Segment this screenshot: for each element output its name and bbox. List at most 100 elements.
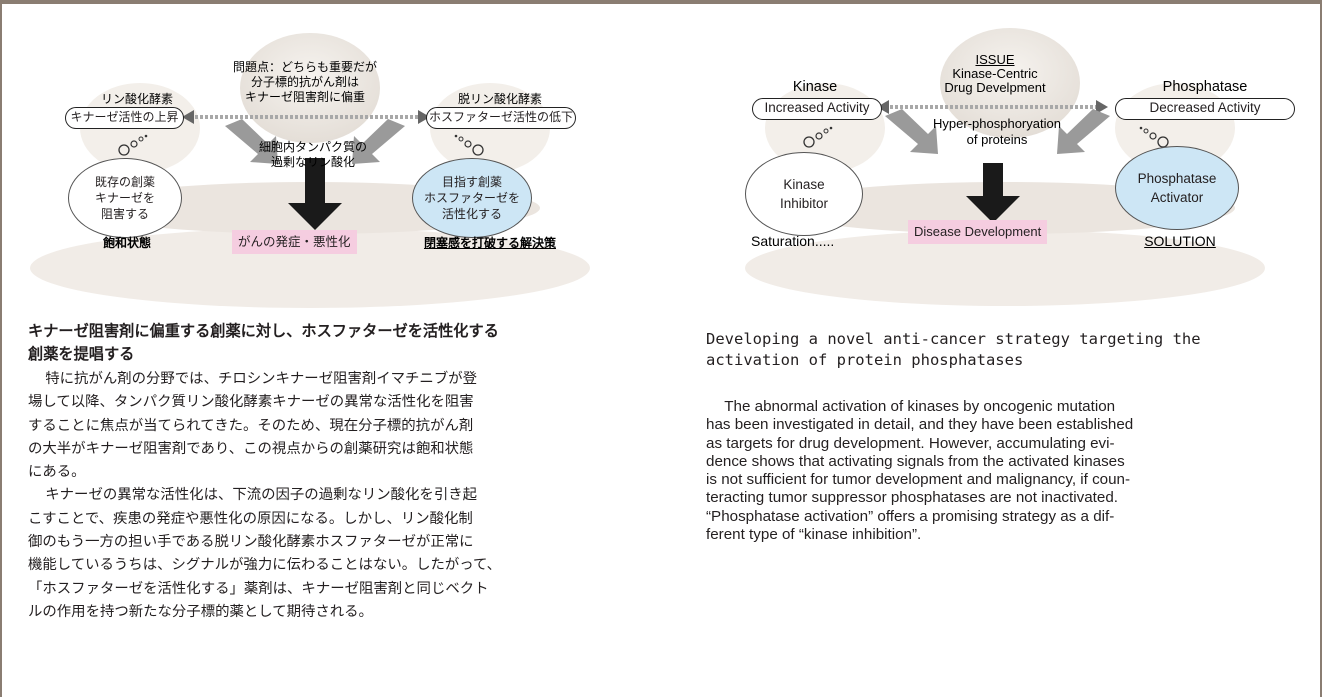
arrowhead-right (418, 110, 430, 124)
jp-line: 特に抗がん剤の分野では、チロシンキナーゼ阻害剤イマチニブが登 (28, 368, 658, 391)
center-line2: of proteins (966, 132, 1028, 147)
bubble-dot (458, 136, 464, 142)
bubble-dot (1149, 132, 1157, 140)
en-heading-line2: activation of protein phosphatases (706, 351, 1024, 369)
en-line: teracting tumor suppressor phosphatases … (706, 489, 1118, 507)
jp-line: 機能しているうちは、シグナルが強力に伝わることはない。したがって、 (28, 557, 502, 574)
en-line: is not sufficient for tumor development … (706, 471, 1131, 489)
issue-rest: ：どちらも重要だが (269, 60, 378, 74)
right-bubble-line2: ホスファターゼを (423, 191, 520, 205)
gray-arrow-left (885, 109, 938, 154)
jp-line: 御のもう一方の担い手である脱リン酸化酵素ホスファターゼが正常に (28, 534, 474, 551)
jp-paragraph-1: 特に抗がん剤の分野では、チロシンキナーゼ阻害剤イマチニブが登 場して以降、タンパ… (28, 368, 658, 484)
right-bubble: 目指す創薬ホスファターゼを活性化する (412, 158, 532, 238)
gray-arrow-right (352, 119, 405, 164)
bubble-dot (1139, 126, 1143, 130)
left-bubble-line3: 阻害する (100, 207, 149, 221)
jp-line: にある。 (28, 464, 86, 481)
arrowhead-right (1096, 100, 1108, 114)
jp-heading-line1: キナーゼ阻害剤に偏重する創薬に対し、ホスファターゼを活性化する (28, 322, 499, 340)
bubble-dot (144, 134, 148, 138)
jp-line: 「ホスファターゼを活性化する」薬剤は、キナーゼ阻害剤と同じベクト (28, 580, 489, 597)
jp-paragraph-2: キナーゼの異常な活性化は、下流の因子の過剰なリン酸化を引き起 こすことで、疾患の… (28, 484, 658, 624)
en-line: The abnormal activation of kinases by on… (706, 398, 1303, 416)
issue-title: 問題点 (232, 60, 269, 74)
phosphatase-pill: ホスファターゼ活性の低下 (426, 107, 576, 129)
issue-line2: 分子標的抗がん剤は (250, 75, 359, 89)
arrowhead-left (877, 100, 889, 114)
bubble-dot (454, 134, 458, 138)
jp-diagram: 問題点：どちらも重要だが 分子標的抗がん剤は キナーゼ阻害剤に偏重 リン酸化酵素… (20, 18, 590, 318)
left-bubble: 既存の創薬キナーゼを阻害する (68, 158, 182, 238)
bg-stone (940, 28, 1080, 138)
outcome-box: がんの発症・悪性化 (232, 230, 357, 254)
jp-body: 特に抗がん剤の分野では、チロシンキナーゼ阻害剤イマチニブが登 場して以降、タンパ… (28, 368, 658, 624)
center-line1: Hyper-phosphoryation (933, 116, 1061, 131)
kinase-label: リン酸化酵素 (100, 92, 173, 106)
jp-line-text: 特に抗がん剤の分野では、チロシンキナーゼ阻害剤イマチニブが登 (45, 371, 477, 387)
arrowhead-left (182, 110, 194, 124)
issue-line2: Kinase-Centric (952, 66, 1038, 81)
phosphatase-label: 脱リン酸化酵素 (457, 92, 542, 106)
black-down-arrow (966, 163, 1020, 223)
bubble-dot (829, 126, 833, 130)
jp-heading: キナーゼ阻害剤に偏重する創薬に対し、ホスファターゼを活性化する 創薬を提唱する (28, 320, 658, 366)
en-diagram: ISSUE Kinase-Centric Drug Develpment Kin… (705, 18, 1305, 318)
jp-line: することに焦点が当てられてきた。そのため、現在分子標的抗がん剤 (28, 417, 474, 434)
bubble-dot (464, 140, 472, 148)
solution-label: SOLUTION (1144, 233, 1216, 249)
black-down-arrow (288, 158, 342, 230)
issue-title-line: 問題点：どちらも重要だが (225, 60, 385, 75)
saturation-label: 飽和状態 (102, 236, 151, 250)
en-heading-line1: Developing a novel anti-cancer strategy … (706, 330, 1201, 348)
en-heading: Developing a novel anti-cancer strategy … (706, 329, 1306, 371)
bubble-dot (815, 132, 823, 140)
issue-line3: キナーゼ阻害剤に偏重 (244, 90, 365, 104)
kinase-label: Kinase (792, 79, 838, 95)
gray-arrow-left (225, 119, 278, 164)
en-line-text: The abnormal activation of kinases by on… (724, 398, 1116, 415)
bubble-dot (118, 144, 130, 156)
jp-line: こすことで、疾患の発症や悪性化の原因になる。しかし、リン酸化制 (28, 510, 473, 527)
en-line: dence shows that activating signals from… (706, 452, 1125, 470)
bubble-dot (472, 144, 484, 156)
issue-title: ISSUE (975, 52, 1015, 67)
left-bubble-line2: キナーゼを (94, 191, 155, 205)
saturation-label: Saturation..... (751, 233, 835, 249)
bubble-dot (823, 128, 829, 134)
phosphatase-pill: Decreased Activity (1115, 98, 1295, 120)
issue-line3: Drug Develpment (944, 80, 1046, 95)
right-bubble-line1: 目指す創薬 (441, 175, 502, 189)
kinase-pill: Increased Activity (752, 98, 882, 120)
solution-label: 閉塞感を打破する解決策 (423, 236, 556, 250)
center-line1: 細胞内タンパク質の (258, 140, 367, 154)
bubble-dot (138, 136, 144, 142)
left-bubble-line2: Inhibitor (779, 196, 829, 211)
en-line: has been investigated in detail, and the… (706, 416, 1134, 434)
jp-heading-line2: 創薬を提唱する (28, 345, 135, 363)
kinase-pill: キナーゼ活性の上昇 (65, 107, 184, 129)
jp-line: ルの作用を持つ新たな分子標的薬として期待される。 (28, 603, 373, 620)
gray-arrow-right (1057, 109, 1110, 154)
left-bubble-line1: 既存の創薬 (94, 175, 155, 189)
bubble-dot (803, 136, 815, 148)
en-line: “Phosphatase activation” offers a promis… (706, 507, 1115, 525)
jp-line: 場して以降、タンパク質リン酸化酵素キナーゼの異常な活性化を阻害 (28, 394, 474, 411)
right-bubble-line3: 活性化する (441, 207, 502, 221)
left-bubble-line1: Kinase (783, 177, 825, 192)
jp-line: キナーゼの異常な活性化は、下流の因子の過剰なリン酸化を引き起 (28, 484, 658, 507)
bg-stone (30, 228, 590, 308)
right-bubble-line2: Activator (1150, 190, 1204, 205)
jp-line: の大半がキナーゼ阻害剤であり、この視点からの創薬研究は飽和状態 (28, 440, 474, 457)
center-line2: 過剰なリン酸化 (270, 155, 355, 169)
en-line: as targets for drug development. However… (706, 434, 1115, 452)
jp-diagram-graphics (30, 33, 590, 308)
jp-line-text: キナーゼの異常な活性化は、下流の因子の過剰なリン酸化を引き起 (45, 487, 477, 504)
right-bubble-line1: Phosphatase (1137, 171, 1217, 186)
outcome-box: Disease Development (908, 220, 1048, 244)
en-body: The abnormal activation of kinases by on… (706, 398, 1303, 544)
en-line: ferent type of “kinase inhibition”. (706, 526, 922, 544)
